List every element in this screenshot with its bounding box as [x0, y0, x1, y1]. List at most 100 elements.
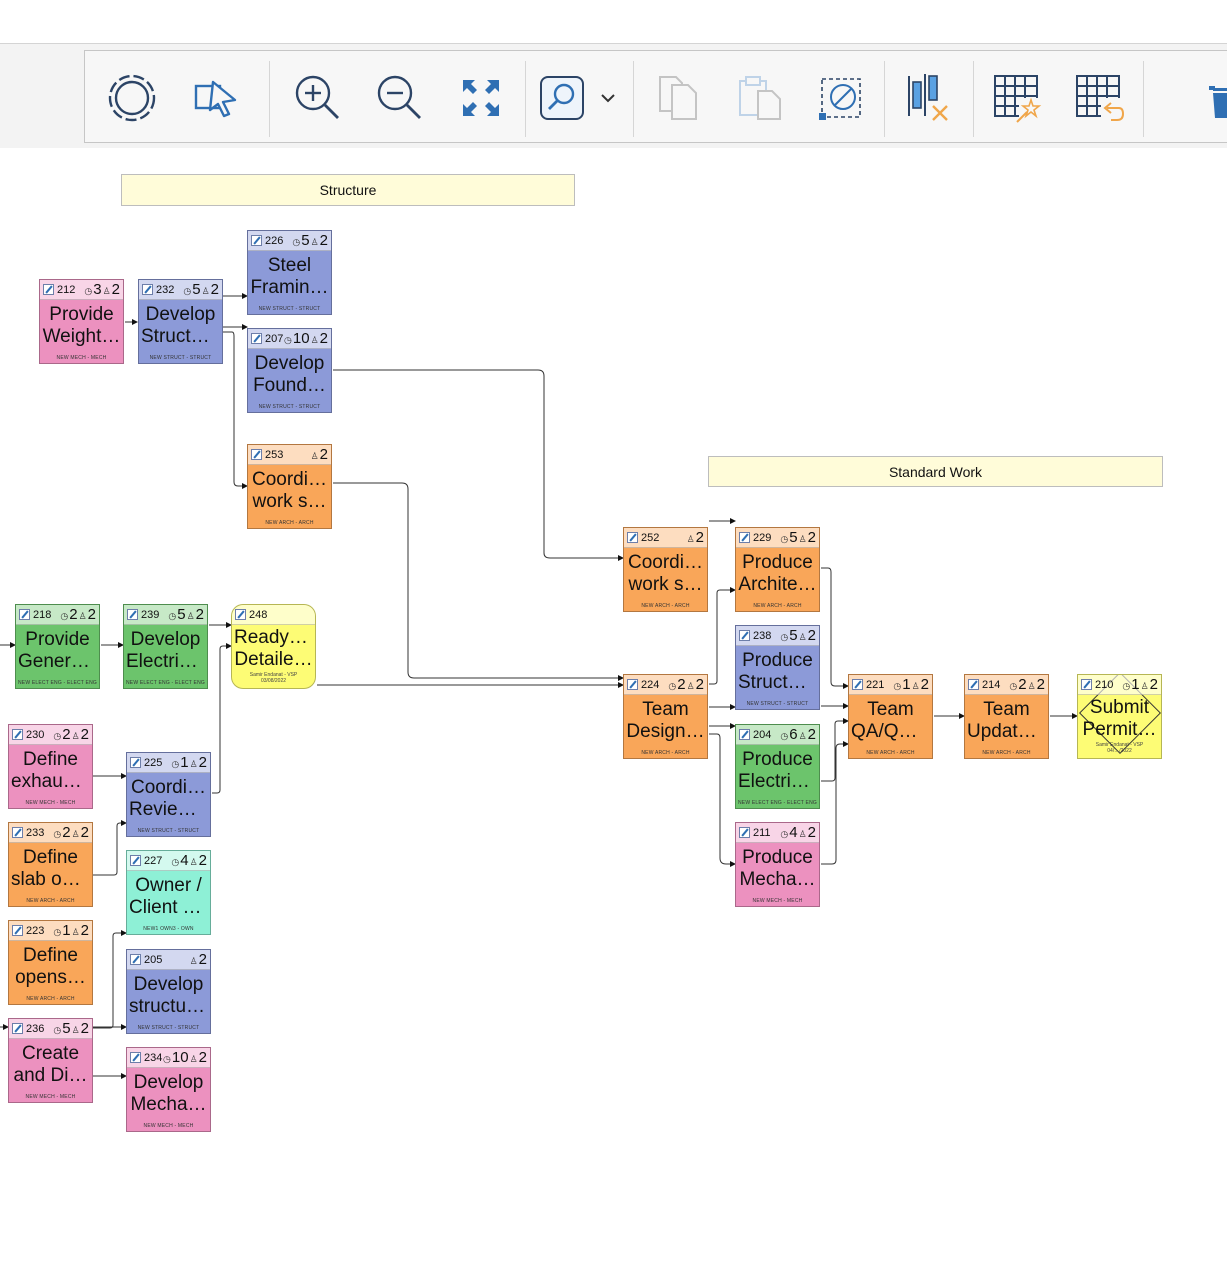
zoom-out-button[interactable]	[371, 70, 427, 126]
edit-icon[interactable]	[43, 284, 54, 295]
copy-button[interactable]	[651, 70, 707, 126]
activity-meta: ◷5♙2	[779, 627, 816, 644]
edit-icon[interactable]	[627, 532, 638, 543]
edit-icon[interactable]	[130, 1052, 141, 1063]
milestone-date: 03/08/2022	[260, 678, 287, 684]
grid-magic-button[interactable]	[989, 70, 1045, 126]
pointer-select-button[interactable]	[189, 70, 245, 126]
milestone-title-line: Submit	[1089, 697, 1150, 718]
search-button[interactable]	[534, 70, 590, 126]
edit-icon[interactable]	[852, 679, 863, 690]
duration-value: 5	[177, 606, 186, 623]
zoom-in-button[interactable]	[289, 70, 345, 126]
people-count: 2	[695, 529, 704, 546]
edit-icon[interactable]	[739, 729, 750, 740]
person-icon: ♙	[71, 927, 80, 937]
edit-icon[interactable]	[251, 333, 262, 344]
zoom-in-icon	[291, 72, 343, 124]
edit-icon[interactable]	[130, 954, 141, 965]
fit-to-screen-button[interactable]	[453, 70, 509, 126]
delete-button[interactable]	[1195, 70, 1227, 126]
edit-icon[interactable]	[12, 729, 23, 740]
edit-icon[interactable]	[739, 532, 750, 543]
activity-meta: ◷1♙2	[170, 754, 207, 771]
grid-undo-button[interactable]	[1071, 70, 1127, 126]
link-233-225	[93, 820, 127, 876]
search-options-dropdown[interactable]	[591, 70, 625, 126]
activity-id: 229	[753, 532, 772, 544]
activity-title-line: work s…	[628, 574, 703, 595]
edit-icon[interactable]	[12, 925, 23, 936]
person-icon: ♙	[911, 681, 920, 691]
person-icon: ♙	[189, 857, 198, 867]
activity-title-line: Steel	[267, 255, 312, 276]
activity-meta: ◷5♙2	[182, 281, 219, 298]
edit-icon[interactable]	[968, 679, 979, 690]
select-all-icon	[106, 72, 158, 124]
toolbar-separator	[633, 61, 634, 137]
people-count: 2	[1036, 676, 1045, 693]
remove-column-button[interactable]	[901, 70, 957, 126]
activity-id: 211	[753, 827, 771, 839]
select-all-button[interactable]	[104, 70, 160, 126]
duration-value: 2	[62, 824, 71, 841]
edit-icon[interactable]	[251, 235, 262, 246]
clear-selection-button[interactable]	[813, 70, 869, 126]
edit-icon[interactable]	[142, 284, 153, 295]
card-header: 204◷6♙2	[736, 725, 819, 745]
activity-title-line: structur…	[129, 996, 210, 1017]
edit-icon[interactable]	[12, 827, 23, 838]
activity-meta: ◷2♙2	[52, 824, 89, 841]
edit-icon[interactable]	[251, 449, 262, 460]
edit-icon[interactable]	[130, 757, 141, 768]
group-label-structure[interactable]: Structure	[121, 174, 575, 206]
edit-icon[interactable]	[130, 855, 141, 866]
edit-icon[interactable]	[627, 679, 638, 690]
edit-icon[interactable]	[127, 609, 138, 620]
person-icon: ♙	[201, 286, 210, 296]
edit-icon[interactable]	[1081, 679, 1092, 690]
duration-value: 5	[789, 627, 798, 644]
clock-icon: ◷	[284, 335, 292, 345]
link-224-211	[709, 733, 736, 867]
duration-value: 5	[62, 1020, 71, 1037]
card-header: 229◷5♙2	[736, 528, 819, 548]
group-label-standard-work[interactable]: Standard Work	[708, 456, 1163, 487]
activity-id: 253	[265, 449, 284, 461]
edit-icon[interactable]	[235, 609, 246, 620]
edit-icon[interactable]	[739, 827, 750, 838]
activity-id: 212	[57, 284, 76, 296]
edit-icon[interactable]	[12, 1023, 23, 1034]
edit-icon[interactable]	[19, 609, 30, 620]
edit-icon[interactable]	[739, 630, 750, 641]
paste-button[interactable]	[733, 70, 789, 126]
